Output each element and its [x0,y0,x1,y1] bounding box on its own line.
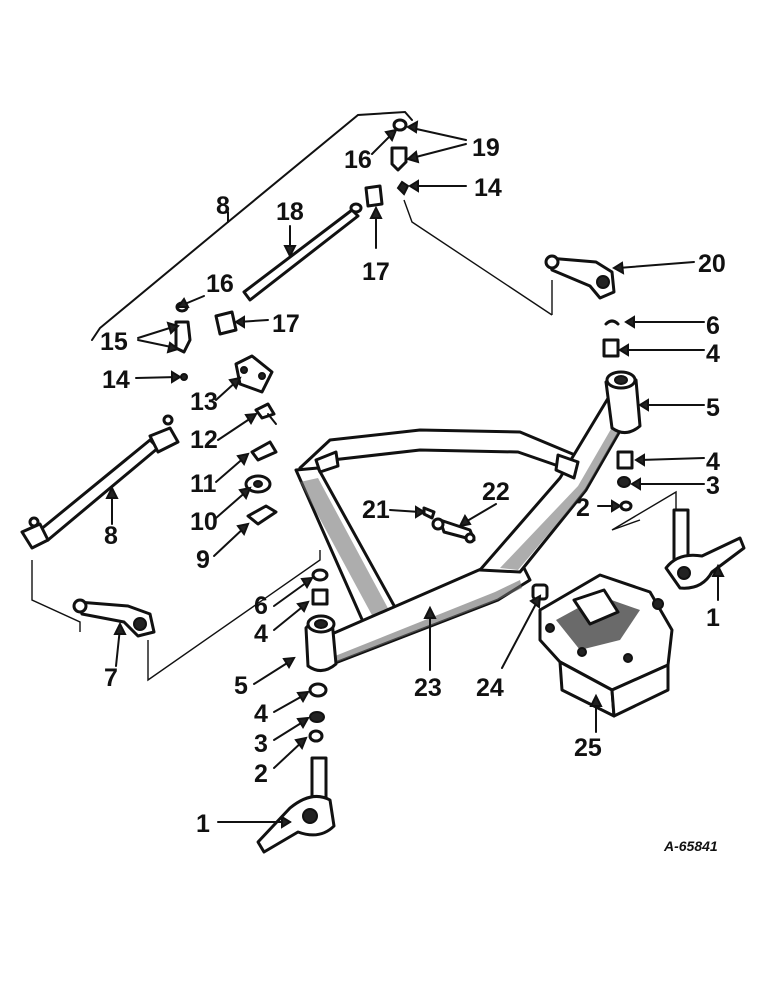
callout-7: 7 [104,664,118,692]
callout-24: 24 [476,674,504,702]
callout-9: 9 [196,546,210,574]
bolt-12 [254,402,277,425]
bracket-9 [246,504,278,526]
front-axle-23 [294,370,642,672]
axle-support-25 [538,573,674,718]
callout-13: 13 [190,388,218,416]
callout-4-upper-left: 4 [254,620,268,648]
clamp-10 [244,474,272,494]
callout-4-upper-right: 4 [706,340,720,368]
callout-3-right: 3 [706,472,720,500]
callout-1-left: 1 [196,810,210,838]
ball-14-upper [396,180,410,196]
callout-8-tie-rod: 8 [104,522,118,550]
callout-19: 19 [472,134,500,162]
callout-17-lower: 17 [272,310,300,338]
callout-15: 15 [100,328,128,356]
spindle-left-1 [256,756,336,854]
tie-rod-8 [20,414,180,550]
callout-labels: 1 1 2 2 3 3 4 4 4 4 5 5 6 6 7 8 8 9 10 1… [100,134,726,854]
callout-12: 12 [190,426,218,454]
ball-14-lower [180,373,188,381]
callout-10: 10 [190,508,218,536]
cotter-21 [422,506,436,520]
callout-3-left: 3 [254,730,268,758]
assembly-guide-lines [31,110,677,682]
callout-4-lower-left: 4 [254,700,268,728]
callout-17-upper: 17 [362,258,390,286]
callout-16-lower: 16 [206,270,234,298]
plate-13 [234,354,274,394]
callout-18: 18 [276,198,304,226]
callout-5-left: 5 [234,672,248,700]
left-stack-parts [308,568,329,743]
callout-8-drag-link: 8 [216,192,230,220]
steering-arm-7 [72,598,156,638]
clip-11 [250,440,278,462]
drag-link-18 [242,202,363,302]
callout-6-left: 6 [254,592,268,620]
drawing-number: A-65841 [663,838,718,854]
leader-arrows [105,120,725,829]
callout-23: 23 [414,674,442,702]
callout-6-right: 6 [706,312,720,340]
callout-22: 22 [482,478,510,506]
spindle-right-1 [664,508,746,590]
callout-16-upper: 16 [344,146,372,174]
callout-20: 20 [698,250,726,278]
callout-25: 25 [574,734,602,762]
steering-arm-20 [544,254,616,300]
callout-2-left: 2 [254,760,268,788]
callout-4-lower-right: 4 [706,448,720,476]
callout-1-right: 1 [706,604,720,632]
callout-11: 11 [190,470,217,498]
callout-21: 21 [362,496,390,524]
ball-joint-19 [390,118,408,172]
ball-joint-15 [174,301,192,354]
callout-14-lower: 14 [102,366,130,394]
callout-14-upper: 14 [474,174,502,202]
callout-5-right: 5 [706,394,720,422]
callout-2-right: 2 [576,494,590,522]
bushing-17-lower [214,310,238,336]
bushing-17-upper [364,184,384,208]
